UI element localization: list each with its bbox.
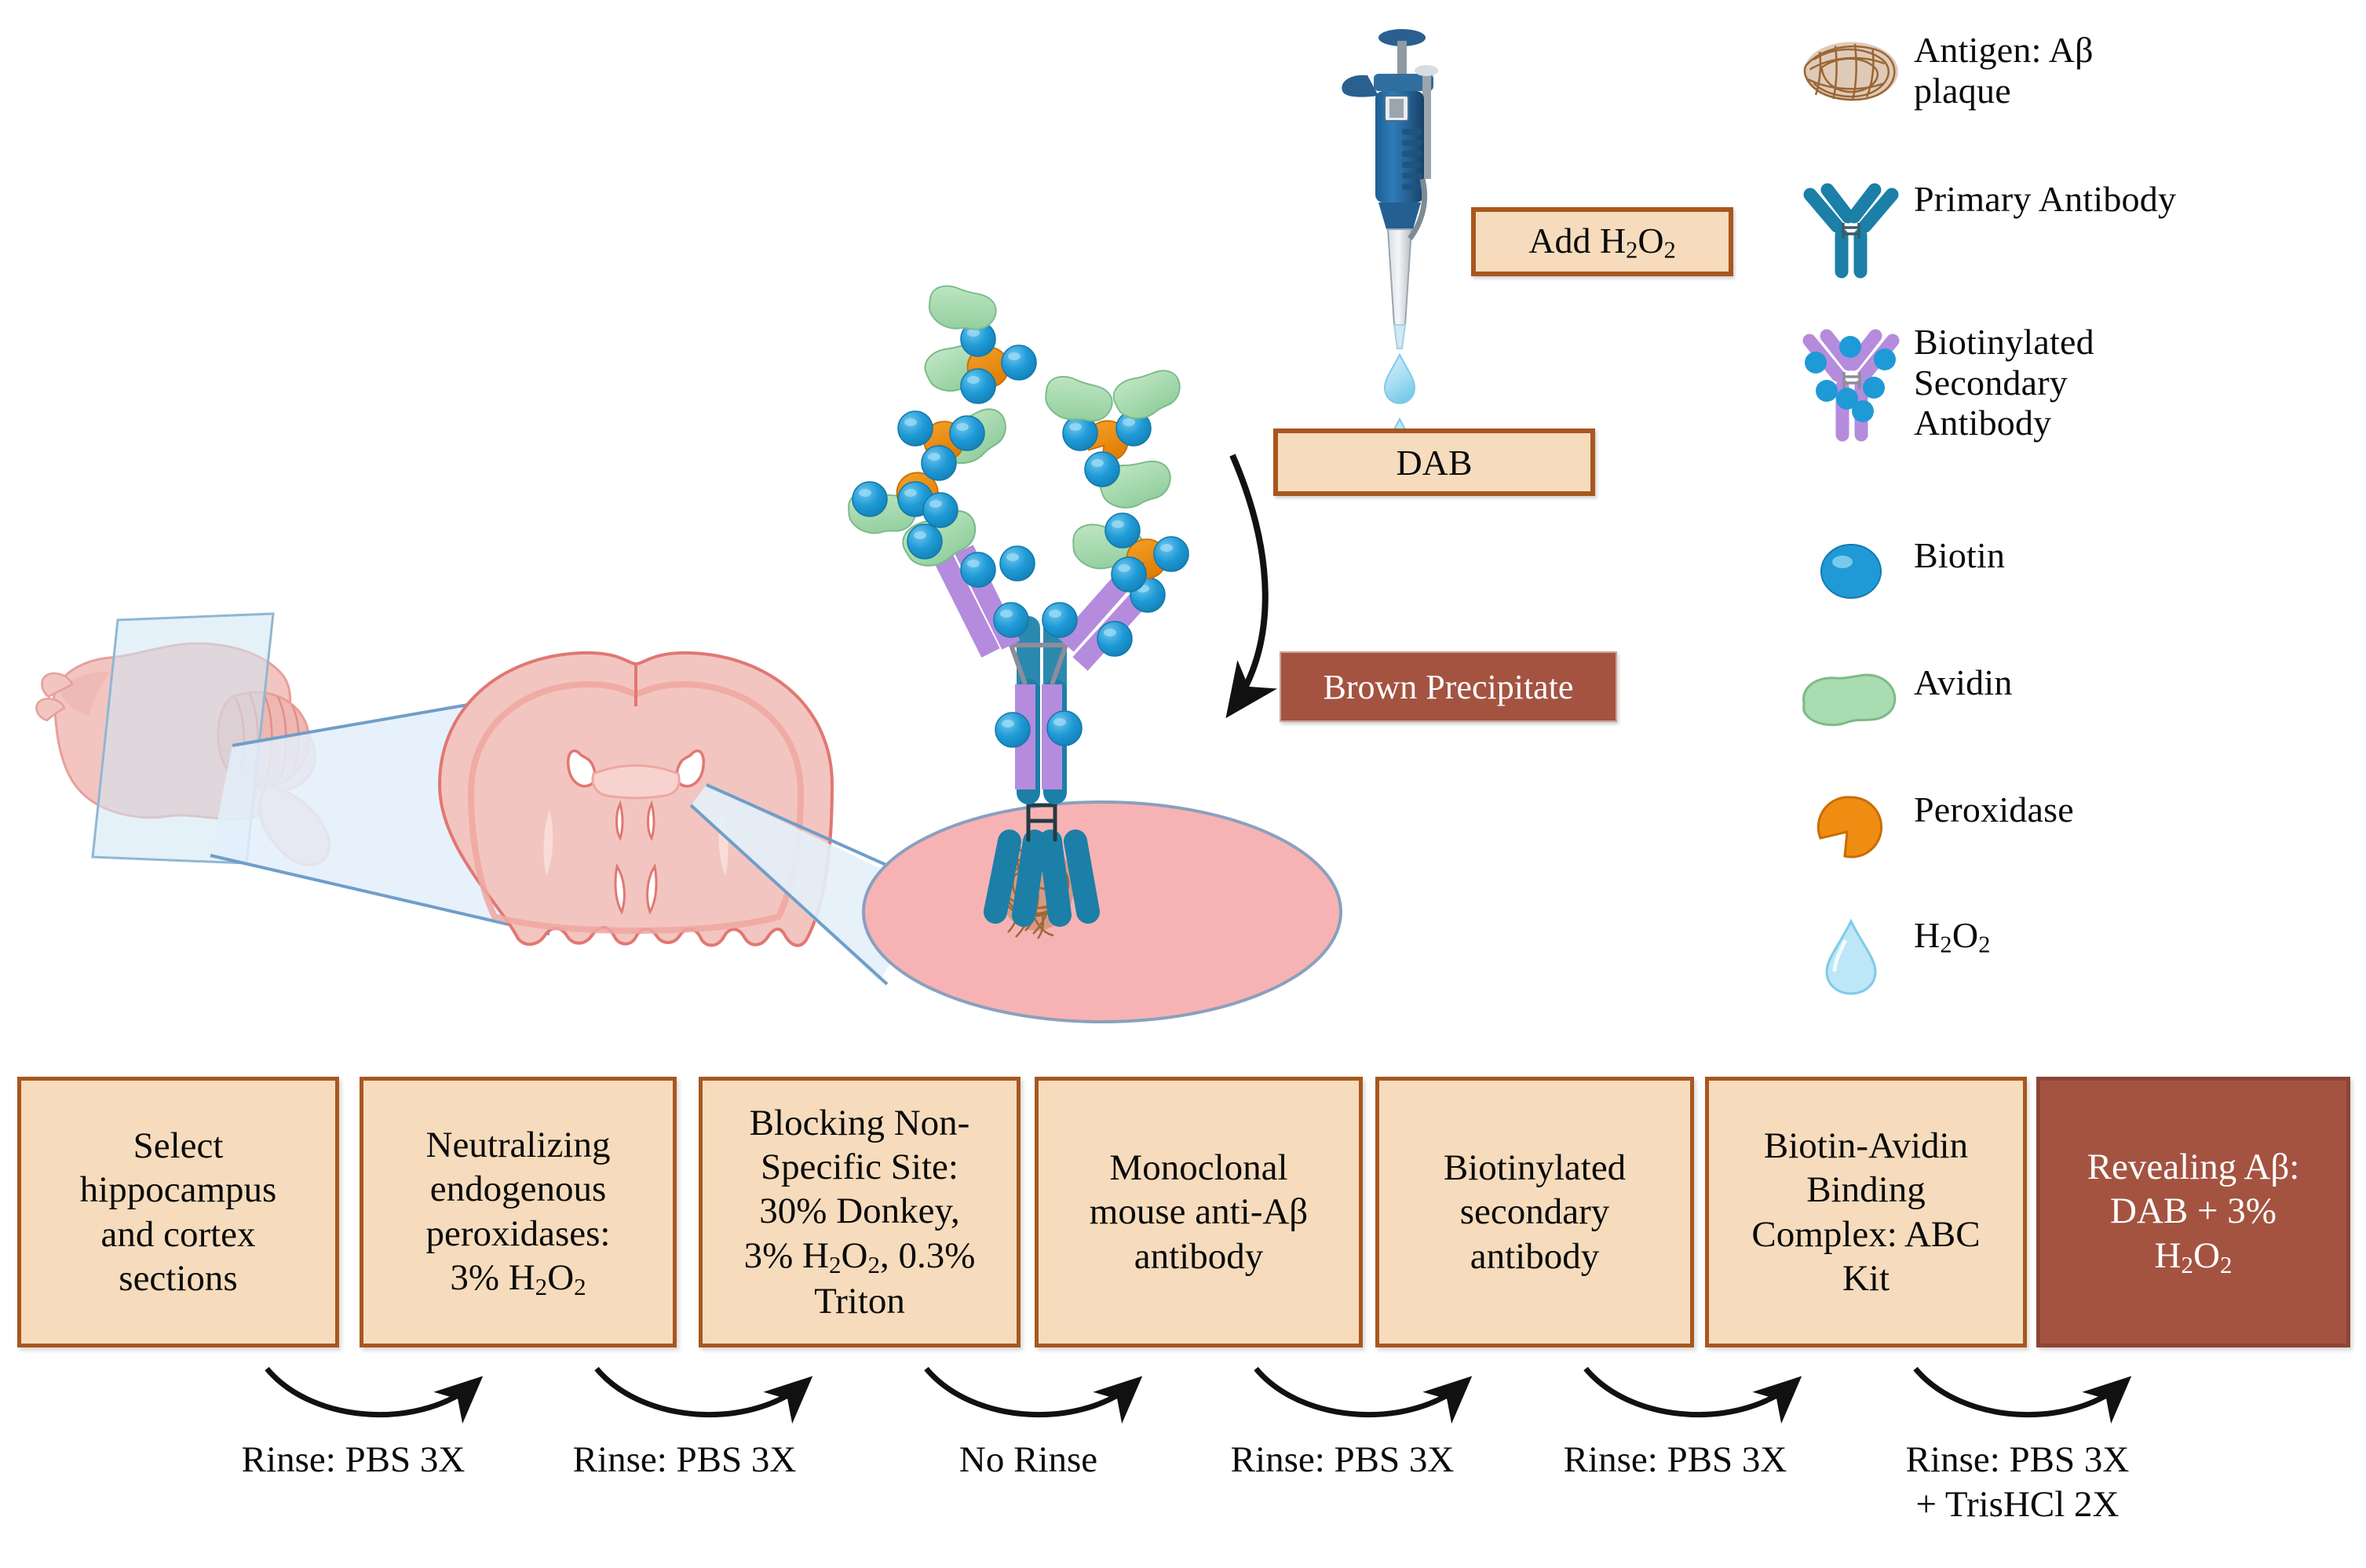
- legend-item-primary-antibody: Primary Antibody: [1788, 177, 2176, 279]
- brown-precipitate-label: Brown Precipitate: [1323, 667, 1574, 706]
- biotin-icon: [1788, 534, 1914, 609]
- legend-label-biotin: Biotin: [1914, 535, 2006, 575]
- workflow-step-3[interactable]: Blocking Non-Specific Site:30% Donkey,3%…: [699, 1077, 1021, 1347]
- transition-label-5: Rinse: PBS 3X: [1510, 1438, 1840, 1482]
- transition-label-4-text: Rinse: PBS 3X: [1230, 1439, 1455, 1480]
- legend-label-avidin: Avidin: [1914, 662, 2013, 702]
- workflow-step-7-label: Revealing Aβ:DAB + 3%H2O2: [2087, 1147, 2300, 1278]
- transition-label-2: Rinse: PBS 3X: [520, 1438, 849, 1482]
- biotinylated-secondary-icon: [1788, 320, 1914, 454]
- transition-label-3: No Rinse: [864, 1438, 1193, 1482]
- legend-item-peroxidase: Peroxidase: [1788, 788, 2074, 866]
- legend-label-h2o2: H2O2: [1914, 915, 1991, 958]
- legend-label-primary-antibody: Primary Antibody: [1914, 179, 2177, 219]
- transition-label-5-text: Rinse: PBS 3X: [1563, 1439, 1787, 1480]
- brown-precipitate-callout[interactable]: Brown Precipitate: [1280, 651, 1617, 722]
- h2o2-droplet-icon: [1788, 913, 1914, 1000]
- avidin-icon: [1788, 661, 1914, 736]
- legend-item-avidin: Avidin: [1788, 661, 2013, 736]
- workflow-step-3-label: Blocking Non-Specific Site:30% Donkey,3%…: [743, 1102, 976, 1322]
- transition-label-6: Rinse: PBS 3X+ TrisHCl 2X: [1845, 1438, 2190, 1528]
- transition-label-4: Rinse: PBS 3X: [1178, 1438, 1507, 1482]
- add-h2o2-callout[interactable]: Add H2O2: [1471, 207, 1733, 276]
- transition-label-2-text: Rinse: PBS 3X: [572, 1439, 797, 1480]
- peroxidase-icon: [1788, 788, 1914, 866]
- legend-item-h2o2: H2O2: [1788, 913, 1991, 1000]
- transition-label-1: Rinse: PBS 3X: [188, 1438, 518, 1482]
- add-h2o2-label: Add H2O2: [1528, 220, 1676, 264]
- primary-antibody-icon: [1788, 177, 1914, 279]
- transition-label-6-text: Rinse: PBS 3X+ TrisHCl 2X: [1905, 1439, 2130, 1526]
- transition-label-1-text: Rinse: PBS 3X: [241, 1439, 466, 1480]
- legend-label-peroxidase: Peroxidase: [1914, 789, 2074, 830]
- plaque-icon: [1788, 28, 1914, 115]
- dab-label: DAB: [1396, 442, 1473, 483]
- workflow-step-7[interactable]: Revealing Aβ:DAB + 3%H2O2: [2036, 1077, 2350, 1347]
- transition-label-3-text: No Rinse: [958, 1439, 1098, 1480]
- dab-callout[interactable]: DAB: [1273, 428, 1595, 496]
- legend-item-biotin: Biotin: [1788, 534, 2005, 609]
